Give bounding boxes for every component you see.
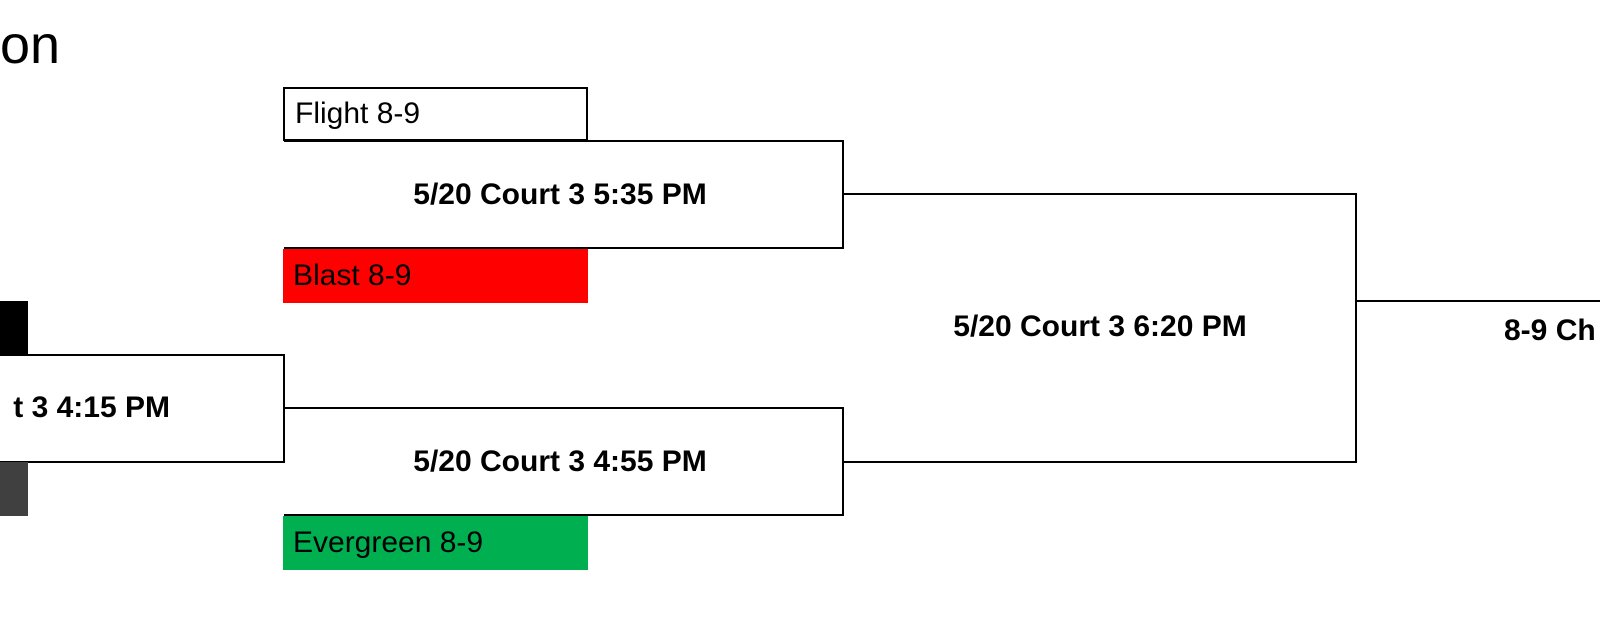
game-final-label: 5/20 Court 3 6:20 PM (953, 310, 1247, 343)
game-left-label: t 3 4:15 PM (13, 391, 170, 424)
left-top-team-swatch (0, 301, 28, 355)
champion-label: 8-9 Ch (1504, 314, 1596, 347)
game-semi-bottom-label: 5/20 Court 3 4:55 PM (413, 445, 707, 478)
team-blast: Blast 8-9 (283, 249, 588, 303)
final-bracket (843, 193, 1357, 463)
left-bottom-team-swatch (0, 462, 28, 516)
game-semi-top-label: 5/20 Court 3 5:35 PM (413, 178, 707, 211)
bracket-title: on (0, 15, 61, 75)
team-evergreen: Evergreen 8-9 (283, 516, 588, 570)
team-flight: Flight 8-9 (283, 87, 588, 141)
